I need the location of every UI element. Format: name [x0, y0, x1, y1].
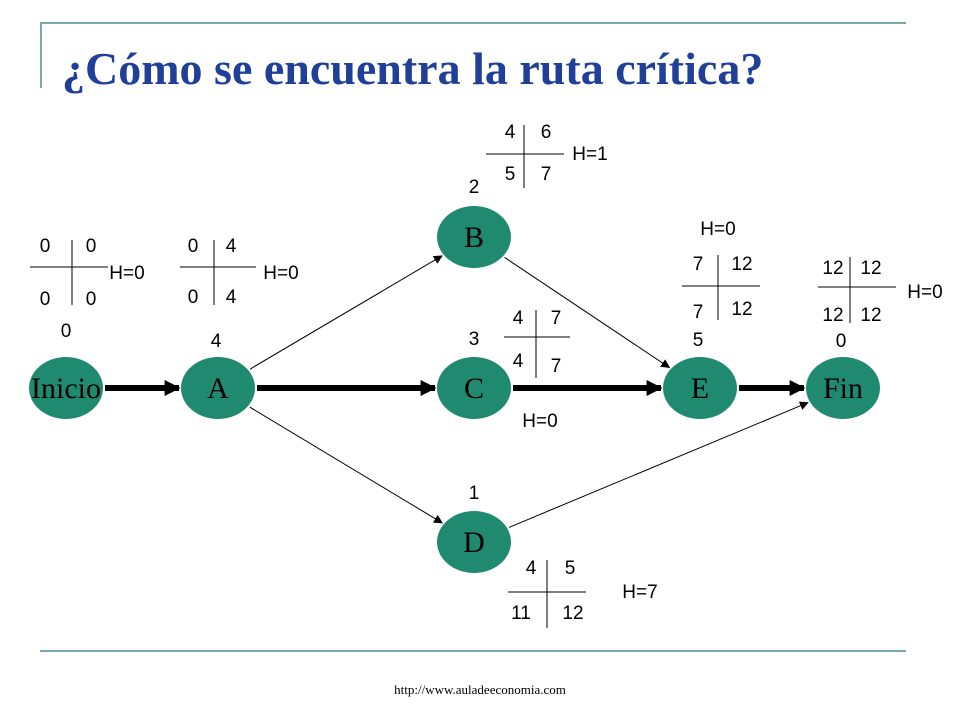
node-fin-ef: 12 — [860, 258, 881, 279]
page-title: ¿Cómo se encuentra la ruta crítica? — [62, 43, 764, 94]
node-d-es: 4 — [526, 558, 537, 579]
node-c-slack: H=0 — [522, 411, 557, 432]
node-e-duration: 5 — [693, 330, 704, 351]
edge-b-e — [504, 257, 671, 369]
node-a-ef: 4 — [226, 236, 237, 257]
node-inicio-es: 0 — [40, 236, 51, 257]
node-inicio-lf: 0 — [86, 289, 97, 310]
node-a-label: A — [207, 372, 229, 405]
left-frame-line — [40, 22, 42, 88]
node-fin-es: 12 — [822, 258, 843, 279]
node-fin-ls: 12 — [822, 305, 843, 326]
node-a-slack: H=0 — [263, 263, 298, 284]
node-a-es: 0 — [188, 236, 199, 257]
node-b-slack: H=1 — [572, 144, 607, 165]
node-inicio-ef: 0 — [86, 236, 97, 257]
node-e — [663, 357, 737, 419]
node-d-lf: 12 — [562, 603, 583, 624]
node-d-label: D — [463, 526, 485, 559]
footer-url: http://www.auladeeconomia.com — [394, 682, 566, 697]
node-inicio-duration: 0 — [61, 321, 72, 342]
top-frame-line — [40, 22, 906, 24]
node-a — [181, 357, 255, 419]
node-inicio-ls: 0 — [40, 289, 51, 310]
node-d — [437, 511, 511, 573]
node-c-duration: 3 — [469, 329, 480, 350]
node-b-es: 4 — [505, 122, 516, 143]
node-inicio-slack: H=0 — [109, 263, 144, 284]
node-inicio-label: Inicio — [31, 372, 101, 405]
node-a-duration: 4 — [211, 331, 222, 352]
node-c-es: 4 — [513, 308, 524, 329]
node-c-ef: 7 — [551, 308, 562, 329]
node-b-ls: 5 — [505, 164, 516, 185]
node-a-lf: 4 — [226, 287, 237, 308]
node-fin-duration: 0 — [836, 331, 847, 352]
node-d-duration: 1 — [469, 483, 480, 504]
edge-a-d — [249, 406, 444, 524]
node-e-ls: 7 — [693, 302, 704, 323]
node-b-label: B — [464, 221, 484, 254]
node-e-label: E — [691, 372, 709, 405]
node-b-lf: 7 — [541, 164, 552, 185]
node-d-slack: H=7 — [622, 582, 657, 603]
node-b-duration: 2 — [469, 177, 480, 198]
node-d-ls: 11 — [511, 603, 531, 624]
edge-d-fin — [508, 401, 809, 528]
node-c — [437, 357, 511, 419]
node-inicio — [29, 357, 103, 419]
node-b — [437, 206, 511, 268]
node-fin-lf: 12 — [860, 305, 881, 326]
node-e-slack: H=0 — [700, 219, 735, 240]
node-e-es: 7 — [693, 254, 704, 275]
node-c-label: C — [464, 372, 484, 405]
node-fin-label: Fin — [823, 372, 863, 405]
node-c-ls: 4 — [513, 351, 524, 372]
node-e-ef: 12 — [731, 254, 752, 275]
edge-a-b — [249, 255, 443, 370]
node-a-ls: 0 — [188, 287, 199, 308]
node-e-lf: 12 — [731, 299, 752, 320]
bottom-frame-line — [40, 650, 906, 652]
node-fin-slack: H=0 — [907, 282, 942, 303]
node-b-ef: 6 — [541, 122, 552, 143]
node-c-lf: 7 — [551, 356, 562, 377]
node-d-ef: 5 — [565, 558, 576, 579]
node-fin — [806, 357, 880, 419]
